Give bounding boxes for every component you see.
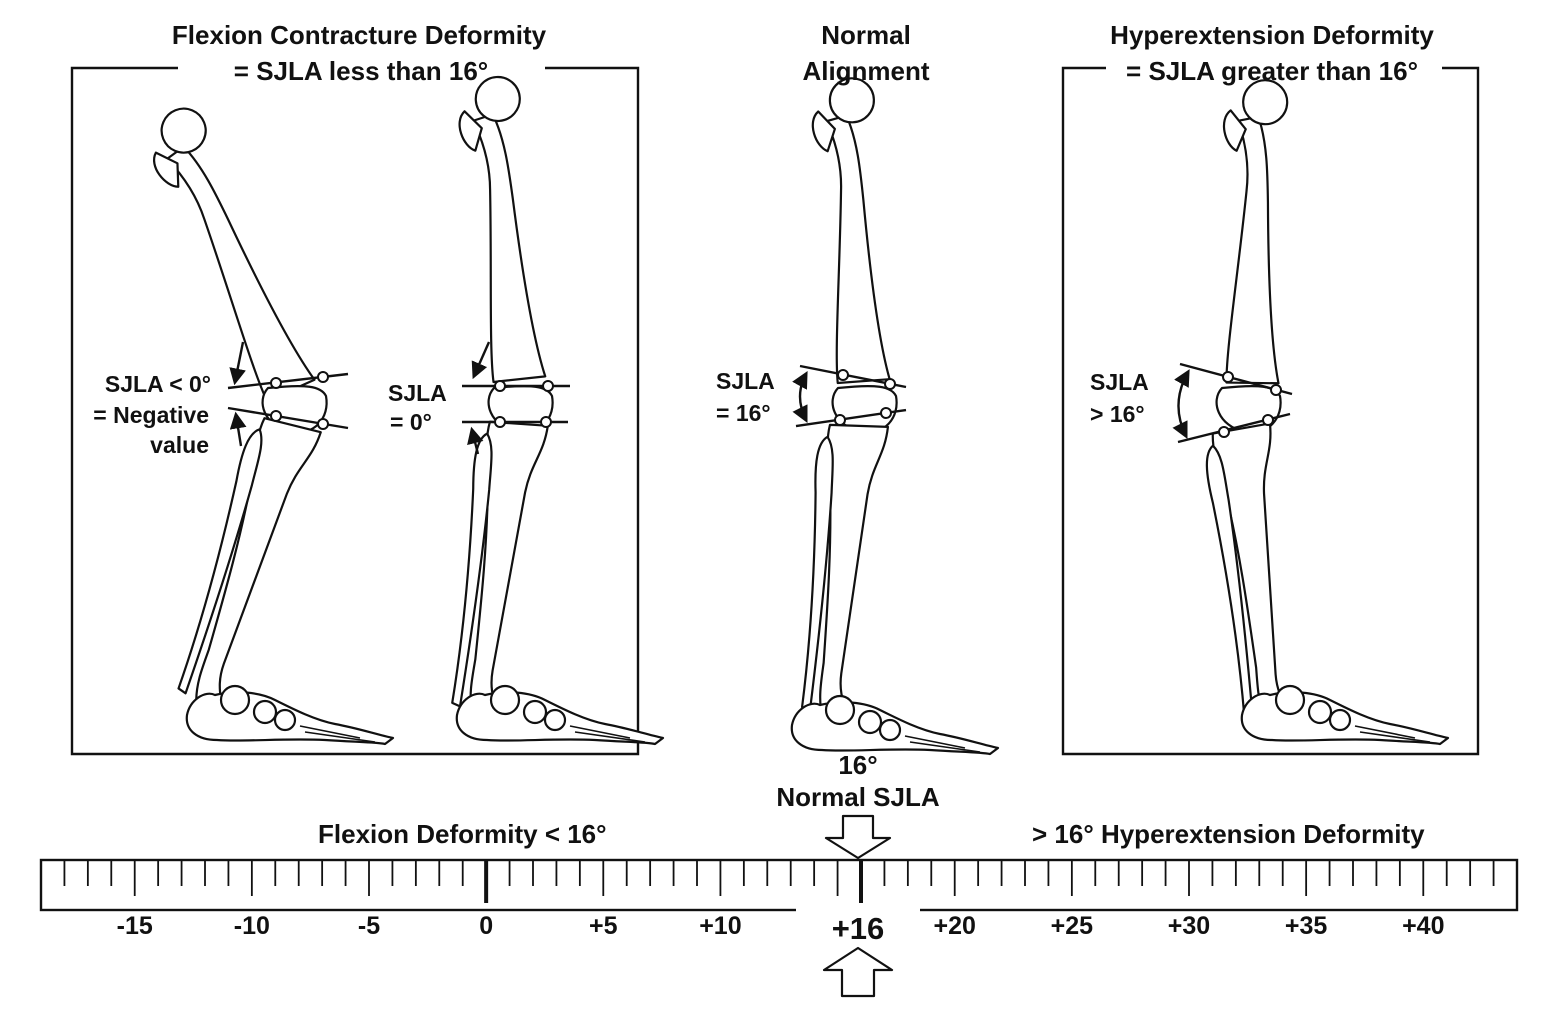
tick-label: +20 (933, 912, 976, 940)
tick-label: 0 (479, 912, 494, 940)
marker-label: Normal SJLA (776, 782, 940, 812)
flexion-panel-frame (70, 66, 640, 756)
normal-sjla-label: SJLA (716, 368, 775, 394)
hyper-sjla-label-line2: > 16° (1090, 401, 1145, 427)
hyperextension-title: Hyperextension Deformity (1110, 20, 1434, 50)
flexion-subtitle: = SJLA less than 16° (233, 56, 489, 86)
leg-hyperextension (1172, 77, 1450, 746)
tick-label: +40 (1402, 912, 1445, 940)
hyper-sjla-label: SJLA (1090, 369, 1149, 395)
hyperextension-subtitle: = SJLA greater than 16° (1126, 56, 1418, 86)
flexion-deformity-label: Flexion Deformity < 16° (318, 819, 607, 849)
tick-label: +5 (589, 912, 618, 940)
tick-label: +10 (699, 912, 742, 940)
hyperextension-panel-frame (1061, 66, 1480, 756)
scale-ticks (63, 860, 1495, 903)
marker-value: 16° (838, 750, 878, 780)
tick-label: +25 (1050, 912, 1094, 940)
tick-label: -10 (233, 912, 270, 940)
sjla-scale-ruler (39, 858, 1519, 916)
negative-sjla-label-line2: = Negative (93, 402, 209, 428)
tick-label: -5 (357, 912, 381, 940)
top-marker-arrow (824, 814, 892, 860)
normal-sjla-label-line2: = 16° (716, 400, 771, 426)
zero-sjla-label-line2: = 0° (390, 409, 432, 435)
bottom-marker-arrow (822, 946, 894, 998)
leg-negative-sjla (137, 98, 395, 746)
flexion-title: Flexion Contracture Deformity (171, 20, 547, 50)
normal-title-line2: Alignment (802, 56, 930, 86)
zero-sjla-label: SJLA (388, 380, 447, 406)
tick-label: -15 (116, 912, 153, 940)
leg-normal-alignment (790, 76, 1000, 756)
hyperextension-deformity-label: > 16° Hyperextension Deformity (1032, 819, 1425, 849)
leg-zero-sjla (450, 73, 665, 746)
negative-sjla-label: SJLA < 0° (104, 371, 211, 397)
negative-sjla-label-line3: value (150, 432, 209, 458)
tick-label: +35 (1284, 912, 1328, 940)
normal-title-line1: Normal (821, 20, 911, 50)
tick-label: +30 (1167, 912, 1211, 940)
center-value-16: +16 (831, 911, 885, 946)
